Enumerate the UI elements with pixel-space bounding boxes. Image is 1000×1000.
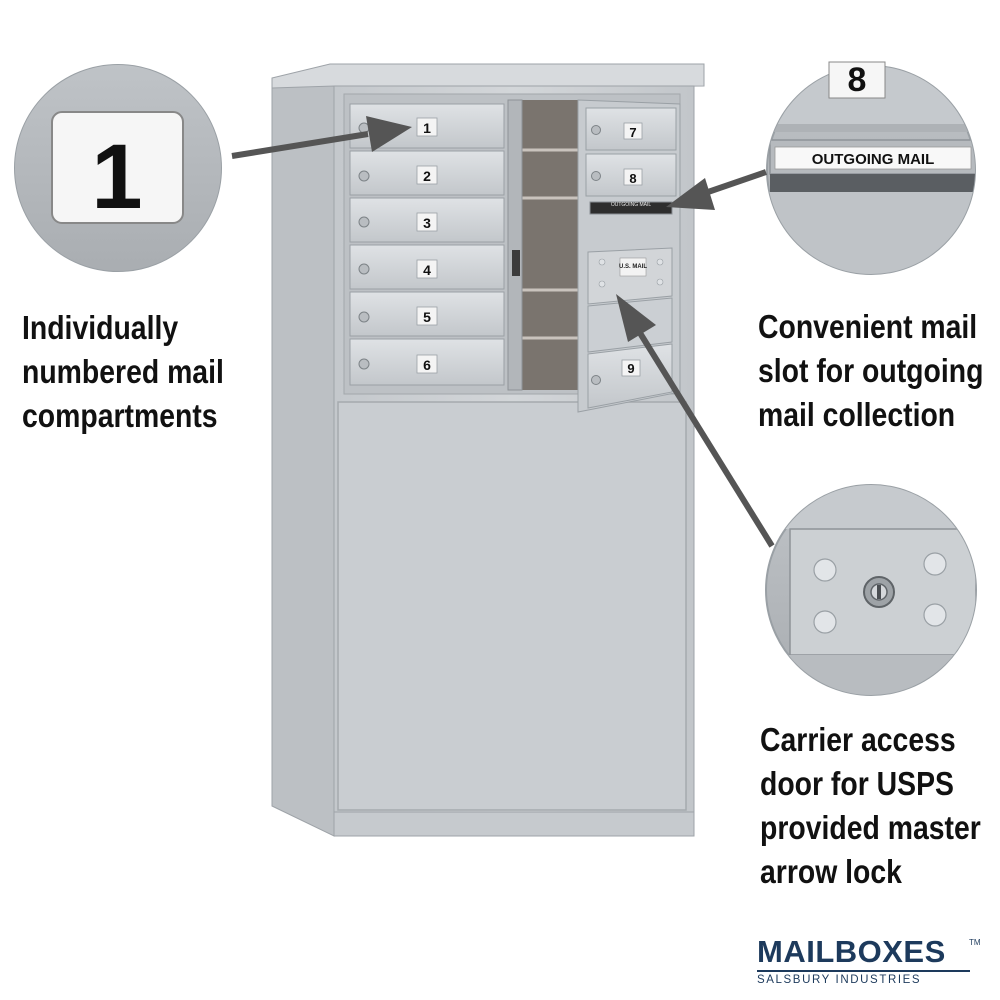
arrow-lock-icon: [863, 576, 895, 608]
brand-divider: [757, 970, 970, 972]
door-number-9: 9: [627, 361, 634, 376]
callout-number-tag: 1: [14, 64, 222, 272]
door-number-4: 4: [423, 262, 431, 278]
caption-line: compartments: [22, 397, 218, 434]
open-interior: [507, 99, 578, 391]
caption-line: arrow lock: [760, 853, 902, 890]
caption-line: door for USPS: [760, 765, 954, 802]
arrow-to-number: [231, 116, 412, 159]
door-number-5: 5: [423, 309, 431, 325]
caption-numbered-compartments: Individually numbered mail compartments: [22, 306, 224, 438]
caption-line: Individually: [22, 309, 179, 346]
caption-line: numbered mail: [22, 353, 224, 390]
number-tag-plate: [51, 111, 184, 224]
door-number-1: 1: [423, 120, 431, 136]
slot-label-small: OUTGOING MAIL: [611, 202, 652, 208]
door-number-2: 2: [423, 168, 431, 184]
usmail-label: U.S. MAIL: [619, 264, 647, 270]
door-number-6: 6: [423, 357, 431, 373]
caption-line: mail collection: [758, 396, 956, 433]
caption-line: slot for outgoing: [758, 352, 984, 389]
door-number-7: 7: [629, 125, 636, 140]
callout-outgoing-slot: 8 OUTGOING MAIL: [766, 61, 976, 275]
brand-logo: MAILBOXES TM SALSBURY INDUSTRIES: [757, 934, 981, 986]
outgoing-mail-plate: [774, 146, 972, 170]
rivet-icons: [813, 552, 947, 634]
caption-carrier-access: Carrier access door for USPS provided ma…: [760, 718, 981, 894]
left-door-column: 1 2 3 4 5 6: [349, 103, 505, 386]
caption-line: provided master: [760, 809, 981, 846]
right-door-column: 7 8 OUTGOING MAIL U.S. MAIL 9: [577, 99, 681, 413]
number-tag-text: 1: [91, 126, 142, 228]
slot-number-text: 8: [848, 61, 867, 99]
caption-line: Carrier access: [760, 721, 956, 758]
brand-subtitle: SALSBURY INDUSTRIES: [757, 974, 922, 986]
arrow-to-access-door: [616, 294, 775, 548]
door-number-8: 8: [629, 171, 636, 186]
door-number-3: 3: [423, 215, 431, 231]
arrow-to-slot: [666, 169, 767, 210]
outgoing-mail-text: OUTGOING MAIL: [812, 151, 935, 168]
callout-arrow-lock: [765, 484, 977, 696]
mailbox-cabinet: 1 2 3 4 5 6 7 8: [271, 63, 705, 837]
pointer-arrows: [231, 116, 775, 548]
caption-line: Convenient mail: [758, 308, 978, 345]
brand-name: MAILBOXES: [757, 934, 946, 969]
slot-number-plate: [828, 61, 886, 99]
caption-outgoing-slot: Convenient mail slot for outgoing mail c…: [758, 305, 983, 437]
brand-trademark: TM: [969, 938, 981, 947]
